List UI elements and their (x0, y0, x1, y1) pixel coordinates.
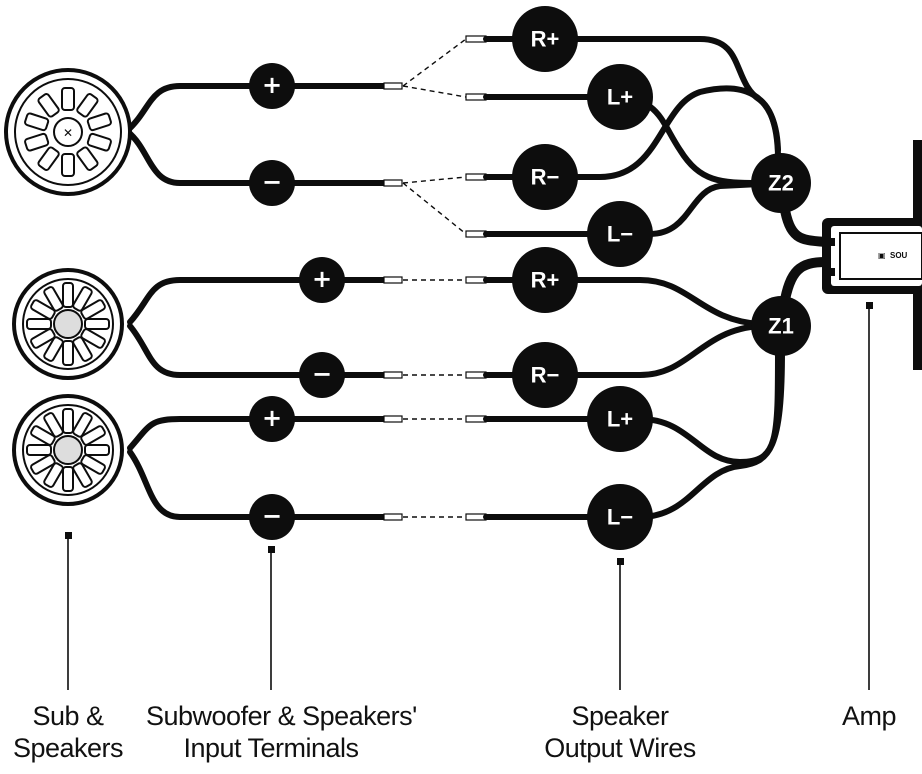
svg-text:L+: L+ (607, 407, 633, 432)
output-wire-z1-l-minus: L− (587, 484, 653, 550)
svg-text:−: − (262, 168, 282, 196)
svg-text:L−: L− (607, 222, 633, 247)
coaxial-speaker-icon (12, 268, 124, 380)
input-terminal-sub-positive: + (249, 63, 295, 109)
svg-text:+: + (312, 265, 332, 293)
callout-leaders (65, 302, 873, 690)
amplifier-icon: ▣ SOU (822, 140, 922, 370)
svg-text:+: + (262, 71, 282, 99)
svg-text:L−: L− (607, 505, 633, 530)
amp-brand-text: SOU (890, 251, 908, 260)
input-terminal-speaker1-positive: + (299, 257, 345, 303)
zone-2-wiring (125, 35, 831, 247)
label-input-terminals: Subwoofer & Speakers' Input Terminals (146, 701, 417, 763)
output-wire-z2-l-minus: L− (587, 201, 653, 267)
label-sub-and-speakers: Sub & Speakers (12, 701, 124, 763)
svg-text:L+: L+ (607, 85, 633, 110)
coaxial-speaker-icon (12, 394, 124, 506)
svg-text:▣: ▣ (878, 251, 886, 260)
svg-text:✕: ✕ (63, 126, 73, 140)
zone-2-node: Z2 (751, 153, 811, 213)
svg-text:R+: R+ (531, 27, 560, 52)
label-amp: Amp (841, 701, 897, 731)
output-wire-z1-l-plus: L+ (587, 386, 653, 452)
svg-text:R+: R+ (531, 268, 560, 293)
output-wire-z2-r-minus: R− (512, 144, 578, 210)
output-wire-z1-r-plus: R+ (512, 247, 578, 313)
svg-text:+: + (262, 404, 282, 432)
output-wire-z1-r-minus: R− (512, 342, 578, 408)
svg-text:Z1: Z1 (768, 314, 794, 339)
svg-text:−: − (312, 360, 332, 388)
svg-text:−: − (262, 502, 282, 530)
input-terminal-speaker1-negative: − (299, 352, 345, 398)
input-terminal-sub-negative: − (249, 160, 295, 206)
output-wire-z2-r-plus: R+ (512, 6, 578, 72)
input-terminal-speaker2-positive: + (249, 396, 295, 442)
input-terminal-speaker2-negative: − (249, 494, 295, 540)
label-output-wires: Speaker Output Wires (544, 701, 696, 763)
svg-text:Z2: Z2 (768, 171, 794, 196)
svg-text:R−: R− (531, 165, 560, 190)
svg-text:R−: R− (531, 363, 560, 388)
sub-speaker-icon: ✕ (4, 68, 132, 196)
zone-1-wiring (127, 257, 831, 521)
output-wire-z2-l-plus: L+ (587, 64, 653, 130)
zone-1-node: Z1 (751, 296, 811, 356)
